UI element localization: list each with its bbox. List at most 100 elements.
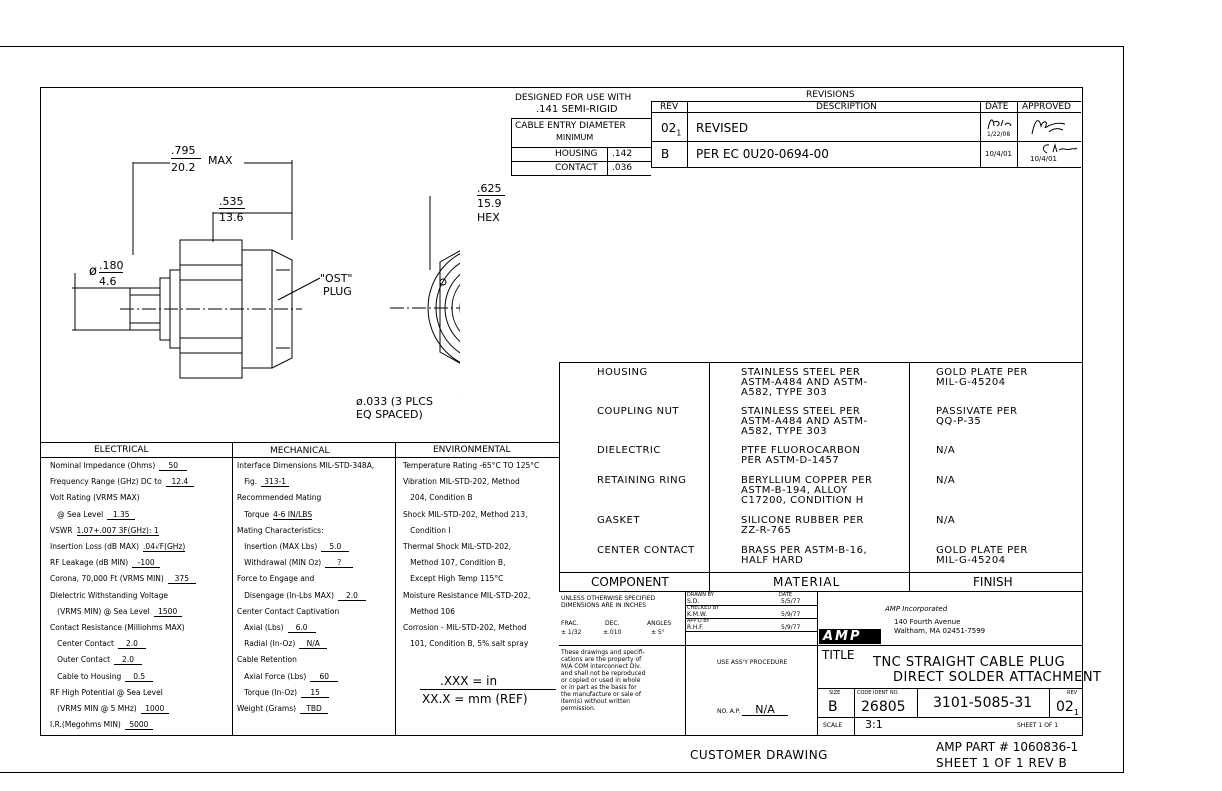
spec-row: I.R.(Megohms MIN)5000: [50, 720, 153, 731]
amp-logo: AMP: [819, 629, 881, 644]
spec-value: 15: [301, 688, 330, 698]
spec-row: Corrosion - MIL-STD-202, Method: [403, 623, 527, 632]
designed-for-text: DESIGNED FOR USE WITH: [515, 93, 632, 103]
spec-row: Condition I: [403, 526, 450, 535]
spec-value: 1.07+.007 3F(GHz): 1: [76, 525, 159, 536]
scale-value: 3:1: [865, 718, 883, 731]
body-length-in: .535: [219, 195, 244, 208]
spec-label: Interface Dimensions MIL-STD-348A,: [237, 461, 375, 470]
rev-row-2-date: 10/4/01: [985, 150, 1012, 158]
spec-value: 12.4: [165, 477, 194, 488]
cable-dia-symbol: ø: [89, 264, 97, 279]
code-ident-value: 26805: [861, 699, 906, 715]
spec-label: Dielectric Withstanding Voltage: [50, 590, 169, 600]
body-length-mm: 13.6: [219, 211, 244, 224]
company-address-1: 140 Fourth Avenue: [894, 618, 961, 626]
spec-row: Method 107, Condition B,: [403, 558, 505, 567]
spec-row: Interface Dimensions MIL-STD-348A,: [237, 461, 374, 470]
rev-row-1-date: 1/22/08: [987, 131, 1011, 138]
spec-label: Nominal Impedance (Ohms): [50, 461, 156, 470]
spec-label: Corrosion - MIL-STD-202, Method: [403, 623, 527, 632]
rev-row-2-approved-signature: [1042, 143, 1078, 154]
size-value: B: [828, 699, 838, 715]
cable-dia-fraction-bar: [99, 272, 123, 273]
date-col-header: DATE: [985, 102, 1009, 112]
spec-label: Mating Characteristics:: [237, 525, 324, 535]
spec-label: Volt Rating (VRMS MAX): [50, 493, 140, 503]
page-right-border: [1123, 46, 1124, 773]
spec-label: RF Leakage (dB MIN): [50, 558, 129, 568]
spec-label: Outer Contact: [50, 655, 111, 665]
material-retaining-ring: BERYLLIUM COPPER PER ASTM-B-194, ALLOY C…: [741, 475, 873, 506]
spec-label: (VRMS MIN) @ Sea Level: [50, 606, 150, 616]
finish-dielectric: N/A: [936, 445, 956, 456]
spec-value: 1500: [153, 607, 182, 617]
spec-row: Method 106: [403, 607, 455, 616]
materials-table: HOUSING STAINLESS STEEL PER ASTM-A484 AN…: [559, 362, 1083, 592]
spec-label: VSWR: [50, 525, 73, 535]
specs-block: ELECTRICAL MECHANICAL ENVIRONMENTAL Nomi…: [40, 442, 559, 736]
component-gasket: GASKET: [597, 515, 640, 526]
entry-diameter-label: CABLE ENTRY DIAMETER: [515, 121, 626, 131]
spec-label: Insertion Loss (dB MAX): [50, 542, 140, 551]
title-rev-value: 021: [1056, 699, 1079, 717]
spec-label: Contact Resistance (Milliohms MAX): [50, 623, 185, 632]
finish-gasket: N/A: [936, 515, 956, 526]
spec-row: Torque (In-Oz)15: [237, 687, 330, 698]
spec-label: Disengage (In-Lbs MAX): [237, 590, 334, 600]
title-block: UNLESS OTHERWISE SPECIFIED DIMENSIONS AR…: [559, 592, 1101, 736]
cable-dia-mm: 4.6: [99, 275, 117, 288]
company-name: AMP Incorporated: [885, 605, 948, 613]
spec-row: Center Contact Captivation: [237, 607, 339, 616]
spec-row: 204, Condition B: [403, 493, 472, 502]
spec-row: Fig.313-1: [237, 477, 290, 488]
size-label: SIZE: [829, 690, 841, 696]
rev-row-1-approved-signature: [1031, 120, 1066, 135]
material-dielectric: PTFE FLUOROCARBON PER ASTM-D-1457: [741, 445, 861, 466]
spec-value: 2.0: [117, 639, 146, 650]
spec-value: 4-6 IN/LBS: [273, 509, 313, 520]
spec-label: Torque (In-Oz): [237, 687, 298, 697]
spec-label: Except High Temp 115°C: [403, 574, 504, 584]
spec-label: (VRMS MIN @ 5 MHz): [50, 704, 137, 713]
spec-row: Axial Force (Lbs)60: [237, 672, 339, 682]
spec-row: Contact Resistance (Milliohms MAX): [50, 623, 185, 632]
title-rev-label: REV: [1067, 690, 1078, 696]
finish-coupling-nut: PASSIVATE PER QQ-P-35: [936, 406, 1018, 427]
spec-label: Recommended Mating: [237, 493, 322, 503]
spec-value: TBD: [300, 704, 329, 714]
spec-row: Except High Temp 115°C: [403, 574, 503, 583]
material-header: MATERIAL: [773, 575, 841, 589]
page-bottom-border: [0, 772, 1124, 773]
hex-size-mm: 15.9: [477, 197, 502, 210]
housing-dia-label: HOUSING: [555, 149, 598, 159]
drawing-title-2: DIRECT SOLDER ATTACHMENT: [893, 670, 1102, 685]
rev-row-1-rev: 021: [661, 121, 682, 138]
component-housing: HOUSING: [597, 367, 648, 378]
component-dielectric: DIELECTRIC: [597, 445, 661, 456]
spec-row: Corona, 70,000 Ft (VRMS MIN)375: [50, 574, 196, 585]
frac-label: FRAC.: [561, 620, 579, 627]
spec-label: Cable Retention: [237, 655, 297, 665]
spec-row: Axial (Lbs)6.0: [237, 623, 316, 633]
rev-row-1-description: REVISED: [696, 121, 749, 135]
spec-label: Center Contact: [50, 639, 114, 649]
spec-row: Disengage (In-Lbs MAX)2.0: [237, 591, 366, 601]
material-housing: STAINLESS STEEL PER ASTM-A484 AND ASTM- …: [741, 367, 868, 398]
component-header: COMPONENT: [591, 575, 669, 589]
spec-label: Center Contact Captivation: [237, 606, 340, 616]
revisions-title: REVISIONS: [806, 90, 855, 100]
spec-value: -100: [132, 558, 161, 569]
units-mm: XX.X = mm (REF): [422, 692, 528, 706]
spec-row: RF High Potential @ Sea Level: [50, 688, 163, 697]
overall-length-mm: 20.2: [171, 161, 196, 174]
overall-length-fraction-bar: [171, 158, 201, 159]
date-label: DATE: [779, 592, 793, 598]
spec-row: Vibration MIL-STD-202, Method: [403, 477, 520, 486]
units-inch: .XXX = in: [440, 674, 498, 688]
angles-label: ANGLES: [647, 620, 672, 627]
